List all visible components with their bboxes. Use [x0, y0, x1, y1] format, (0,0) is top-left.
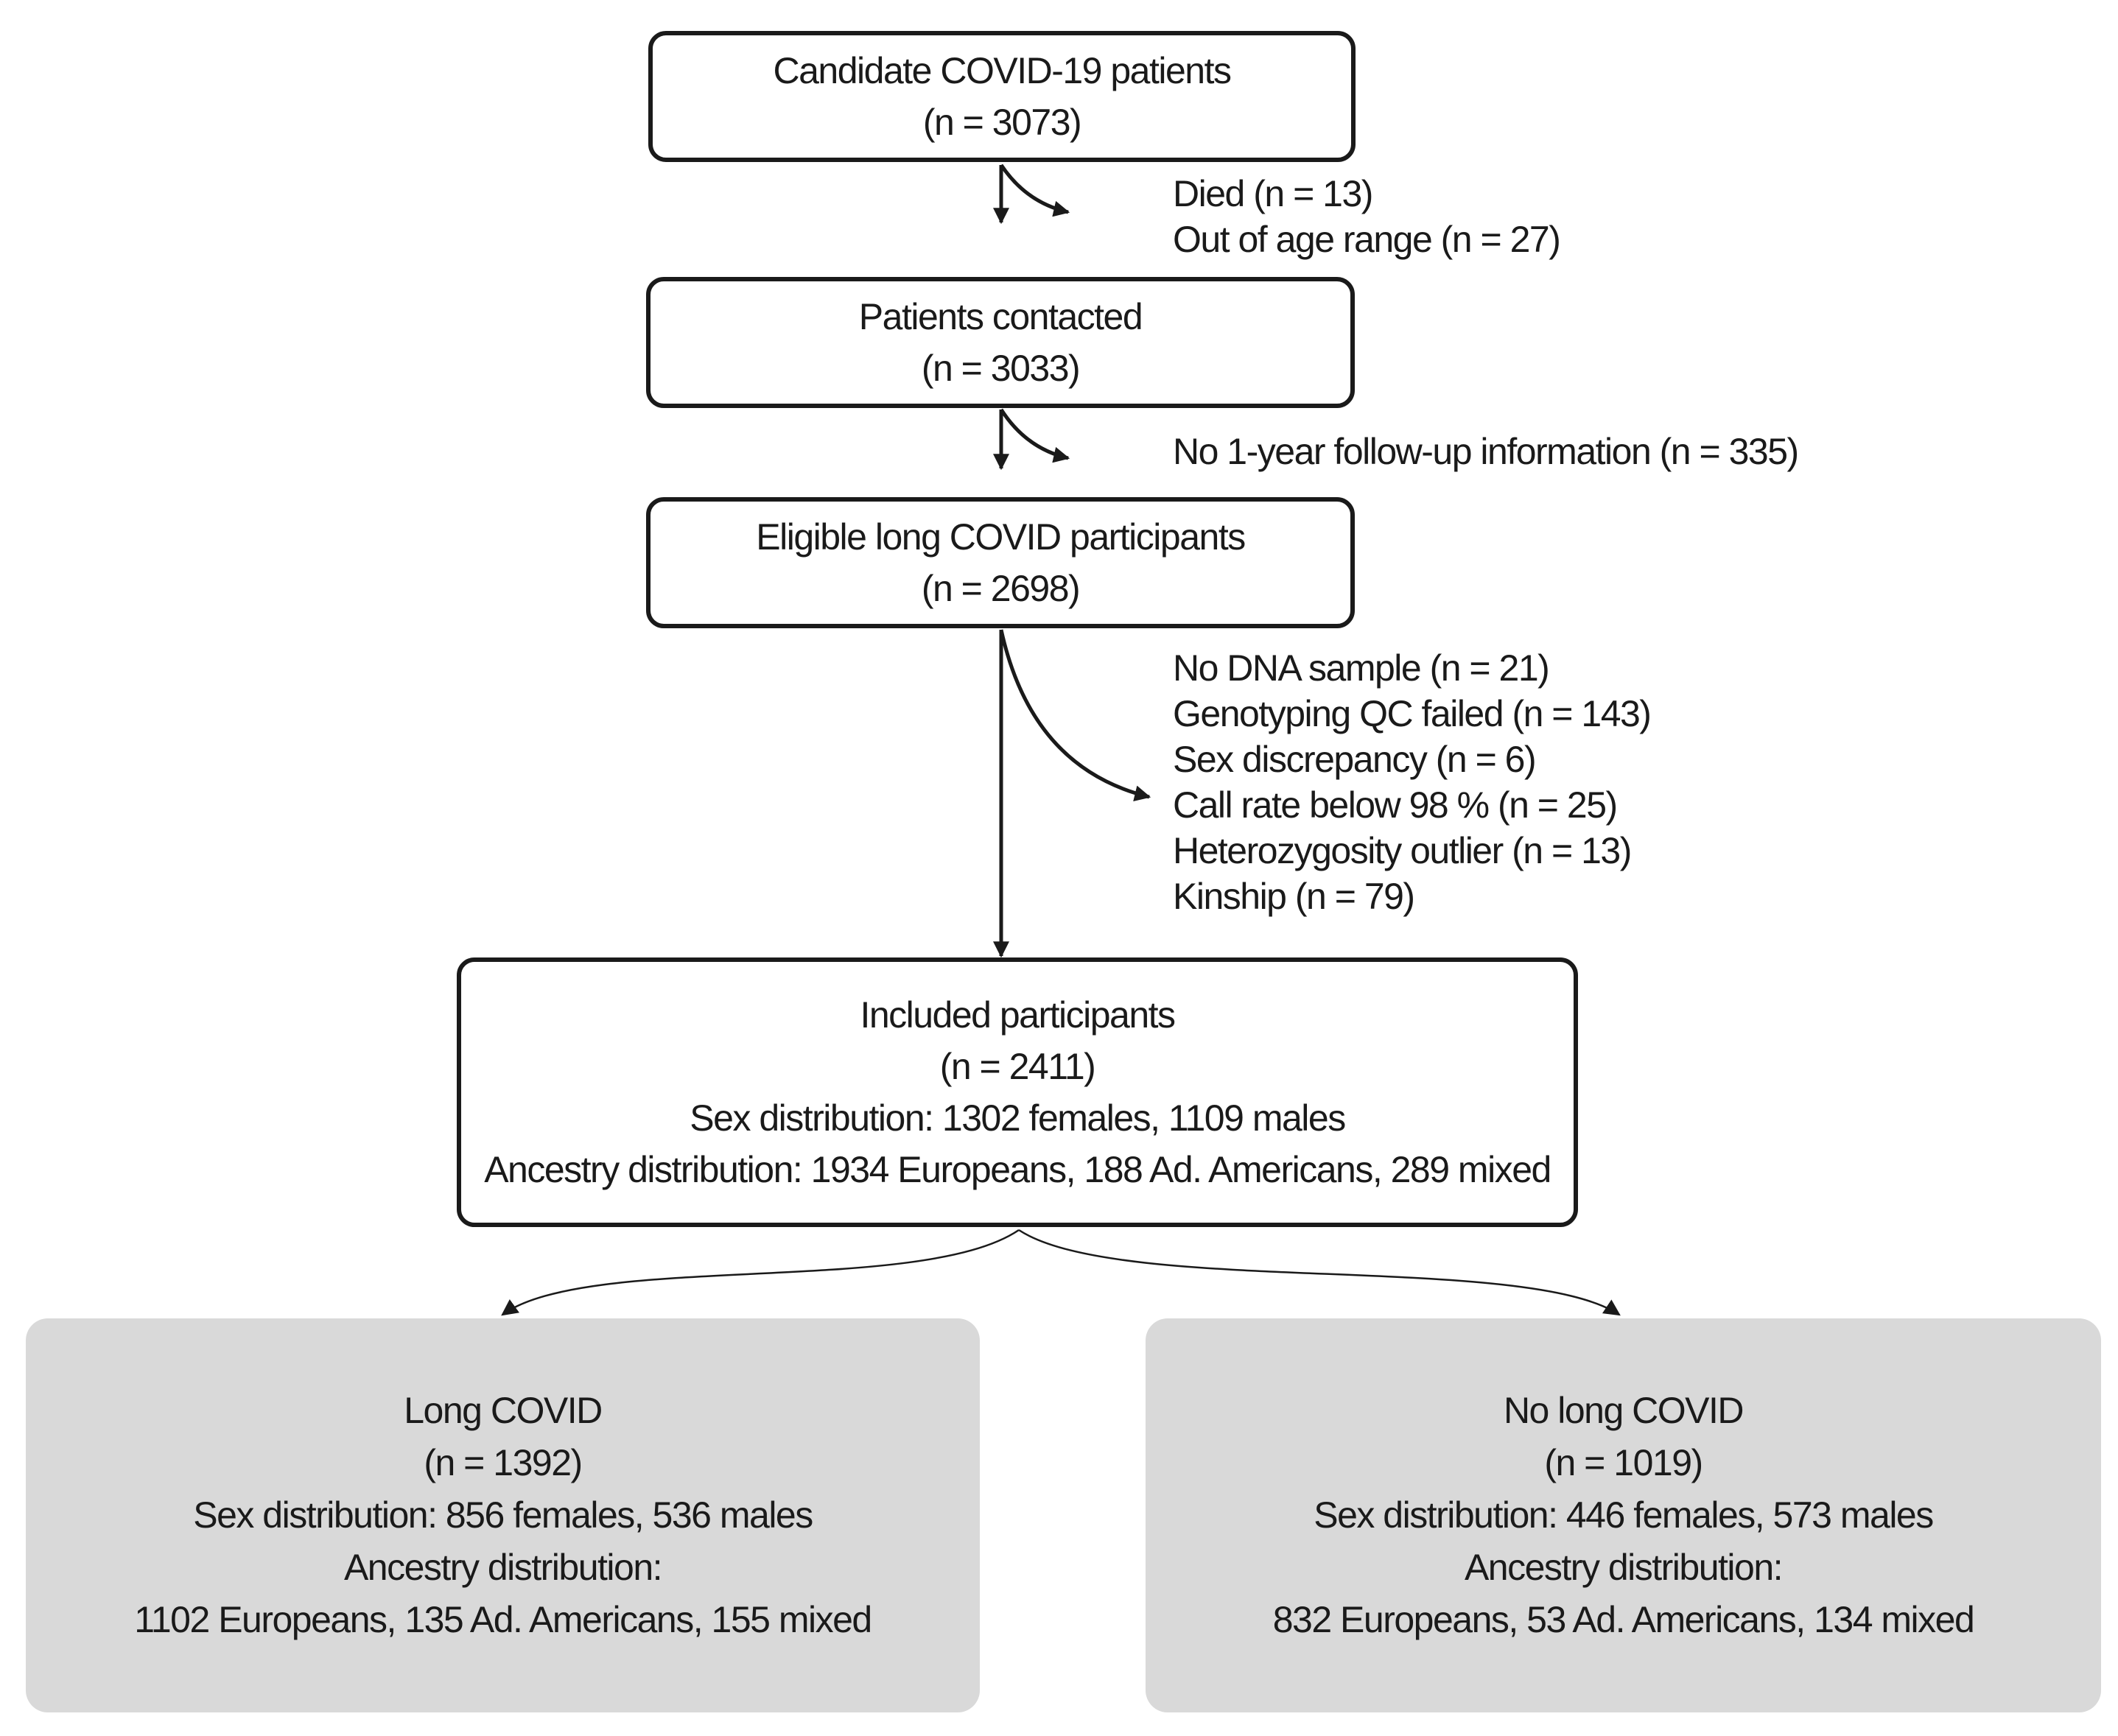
long-covid-box: Long COVID (n = 1392) Sex distribution: …	[26, 1318, 980, 1712]
no-long-covid-count: (n = 1019)	[1544, 1442, 1703, 1483]
exclusion-genotyping-qc: Genotyping QC failed (n = 143)	[1173, 693, 1652, 734]
exclusion-call-rate: Call rate below 98 % (n = 25)	[1173, 784, 1618, 826]
no-long-covid-box: No long COVID (n = 1019) Sex distributio…	[1146, 1318, 2101, 1712]
arrow-exclusion-2	[999, 408, 1070, 463]
exclusion-kinship: Kinship (n = 79)	[1173, 876, 1415, 917]
included-sex-distribution: Sex distribution: 1302 females, 1109 mal…	[690, 1097, 1346, 1139]
no-long-covid-ancestry-values: 832 Europeans, 53 Ad. Americans, 134 mix…	[1272, 1599, 1975, 1640]
eligible-count: (n = 2698)	[921, 568, 1081, 609]
long-covid-count: (n = 1392)	[424, 1442, 583, 1483]
candidate-patients-box: Candidate COVID-19 patients (n = 3073)	[648, 31, 1356, 162]
contacted-count: (n = 3033)	[921, 348, 1081, 389]
long-covid-ancestry-values: 1102 Europeans, 135 Ad. Americans, 155 m…	[134, 1599, 872, 1640]
candidate-count: (n = 3073)	[922, 102, 1082, 143]
patients-contacted-box: Patients contacted (n = 3033)	[646, 277, 1355, 408]
exclusion-list-2: No 1-year follow-up information (n = 335…	[1173, 429, 1799, 474]
exclusion-age-range: Out of age range (n = 27)	[1173, 219, 1561, 260]
exclusion-heterozygosity: Heterozygosity outlier (n = 13)	[1173, 830, 1632, 871]
candidate-title: Candidate COVID-19 patients	[773, 50, 1232, 91]
included-participants-box: Included participants (n = 2411) Sex dis…	[457, 957, 1578, 1227]
arrow-exclusion-1	[999, 164, 1070, 217]
long-covid-ancestry-label: Ancestry distribution:	[343, 1547, 663, 1588]
exclusion-died: Died (n = 13)	[1173, 173, 1373, 214]
eligible-title: Eligible long COVID participants	[756, 516, 1246, 558]
included-count: (n = 2411)	[939, 1046, 1096, 1087]
exclusion-list-3: No DNA sample (n = 21) Genotyping QC fai…	[1173, 645, 1652, 919]
exclusion-follow-up: No 1-year follow-up information (n = 335…	[1173, 431, 1799, 472]
exclusion-list-1: Died (n = 13) Out of age range (n = 27)	[1173, 171, 1561, 262]
exclusion-no-dna: No DNA sample (n = 21)	[1173, 647, 1550, 689]
eligible-participants-box: Eligible long COVID participants (n = 26…	[646, 497, 1355, 628]
no-long-covid-sex-distribution: Sex distribution: 446 females, 573 males	[1314, 1494, 1934, 1536]
long-covid-sex-distribution: Sex distribution: 856 females, 536 males	[193, 1494, 813, 1536]
arrow-exclusion-3	[999, 629, 1151, 801]
included-ancestry-distribution: Ancestry distribution: 1934 Europeans, 1…	[484, 1149, 1551, 1190]
no-long-covid-ancestry-label: Ancestry distribution:	[1464, 1547, 1784, 1588]
no-long-covid-title: No long COVID	[1503, 1390, 1744, 1431]
contacted-title: Patients contacted	[858, 296, 1143, 337]
included-title: Included participants	[860, 994, 1176, 1036]
arrow-included-to-long-covid	[501, 1229, 1020, 1316]
arrow-included-to-no-long-covid	[1018, 1229, 1621, 1316]
exclusion-sex-discrepancy: Sex discrepancy (n = 6)	[1173, 739, 1537, 780]
long-covid-title: Long COVID	[404, 1390, 603, 1431]
